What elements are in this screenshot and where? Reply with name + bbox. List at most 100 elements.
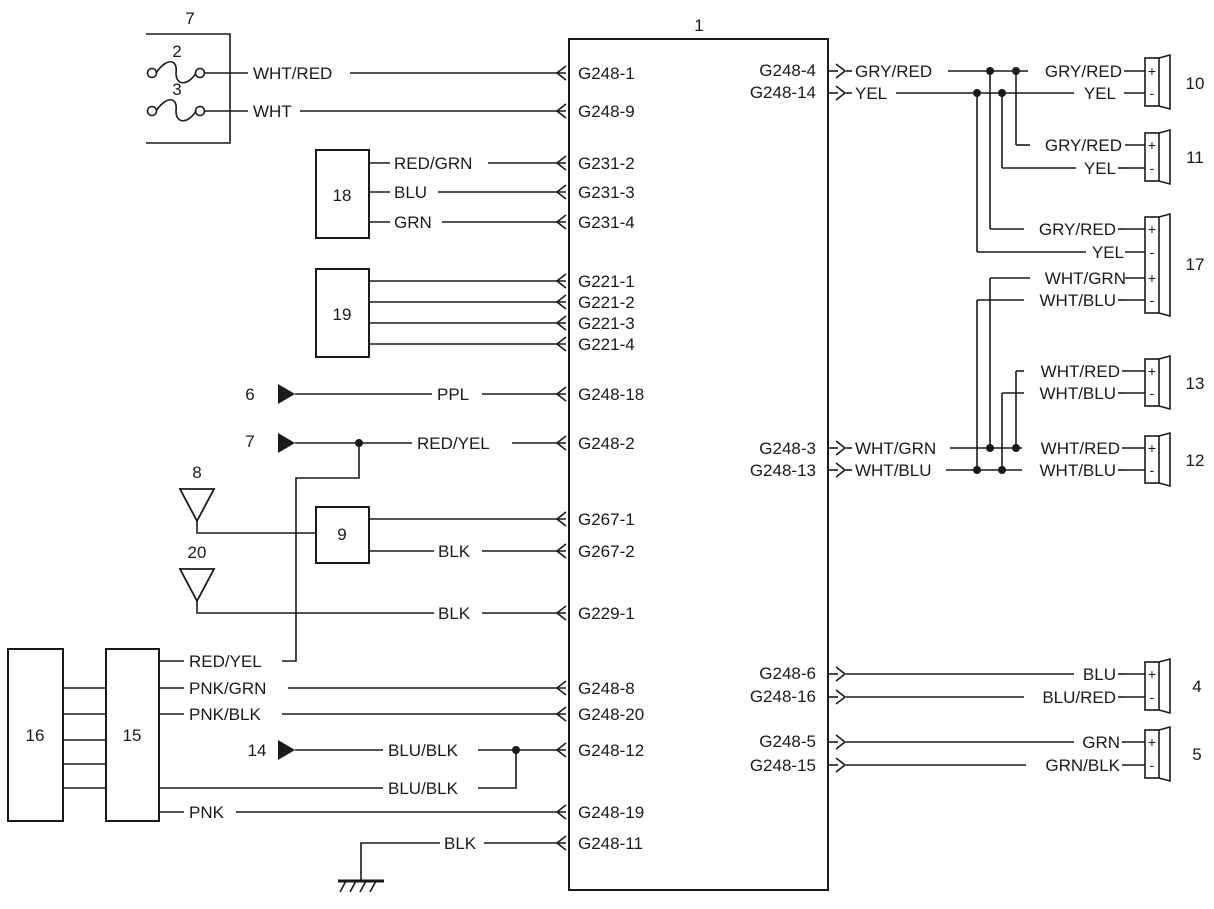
component-9-box [315, 506, 370, 564]
pin-label-left: G221-3 [578, 314, 635, 333]
pin-label-right: G248-16 [750, 687, 816, 706]
wire-label-speaker-11-pos: GRY/RED [1045, 136, 1122, 155]
component-16-box [7, 648, 64, 822]
wire-label-speaker-17-d: WHT/BLU [1040, 291, 1117, 310]
component-number-5: 5 [1192, 745, 1201, 764]
polarity-mark: + [1148, 63, 1156, 79]
connector-chevron-left [555, 214, 567, 230]
connector-chevron-left [555, 65, 567, 81]
fuse-block: 7 2 3 [146, 9, 231, 144]
polarity-mark: + [1148, 363, 1156, 379]
component-number-13: 13 [1186, 374, 1205, 393]
wire-label-wht-grn-main: WHT/GRN [855, 439, 936, 458]
left-pin-labels: G248-1 G248-9 G231-2 G231-3 G231-4 G221-… [578, 64, 644, 853]
pin-label-left: G248-9 [578, 102, 635, 121]
polarity-mark: - [1150, 85, 1155, 101]
component-number-10: 10 [1186, 74, 1205, 93]
wire-label-blk-9: BLK [438, 542, 471, 561]
fuse-2-symbol [146, 60, 206, 84]
wire-label-speaker-4-pos: BLU [1083, 665, 1116, 684]
component-number-9: 9 [337, 525, 346, 544]
connector-chevron-left [555, 273, 567, 289]
component-number-14: 14 [248, 741, 267, 760]
connector-chevron-left [555, 543, 567, 559]
wire-label-blk-20: BLK [438, 604, 471, 623]
speaker-11-icon: +- [1125, 128, 1171, 186]
pin-label-left: G267-2 [578, 542, 635, 561]
antenna-20-symbol [178, 568, 216, 603]
wire-label-blu-18: BLU [394, 183, 427, 202]
component-number-7-connector: 7 [245, 432, 254, 451]
connector-chevron-left [555, 742, 567, 758]
connector-chevron-left [555, 835, 567, 851]
connector-chevron-left [555, 706, 567, 722]
pin-label-left: G221-1 [578, 272, 635, 291]
ground-icon [339, 880, 377, 893]
pin-label-right: G248-13 [750, 461, 816, 480]
polarity-mark: - [1150, 160, 1155, 176]
wire-label-speaker-10-neg: YEL [1084, 84, 1116, 103]
polarity-mark: + [1148, 666, 1156, 682]
connector-chevron-right [835, 462, 847, 478]
right-splices [973, 67, 1020, 474]
pin-label-left: G231-2 [578, 154, 635, 173]
speaker-10-icon: +- [1125, 53, 1171, 111]
control-unit-box [568, 38, 829, 891]
pin-label-left: G248-19 [578, 803, 644, 822]
pin-label-right: G248-14 [750, 83, 816, 102]
pin-label-left: G248-1 [578, 64, 635, 83]
wire-label-blu-blk-14: BLU/BLK [388, 741, 459, 760]
connector-chevron-right [835, 440, 847, 456]
connector-chevron-right [835, 757, 847, 773]
connector-chevron-left [555, 155, 567, 171]
connector-chevron-left [555, 294, 567, 310]
polarity-mark: + [1148, 734, 1156, 750]
pin-label-left: G231-3 [578, 183, 635, 202]
speaker-4-icon: +- [1125, 657, 1171, 715]
speaker-13-icon: +- [1125, 354, 1171, 411]
connector-chevron-left [555, 103, 567, 119]
component-number-12: 12 [1186, 451, 1205, 470]
wire-label-yel-main: YEL [855, 84, 887, 103]
pin-label-left: G248-18 [578, 385, 644, 404]
polarity-mark: - [1150, 292, 1155, 308]
connector-6-arrow [278, 384, 295, 404]
component-number-1: 1 [694, 16, 703, 35]
left-connector-chevrons [555, 65, 567, 851]
pin-label-left: G231-4 [578, 213, 635, 232]
component-number-15: 15 [123, 726, 142, 745]
wire-label-ppl: PPL [437, 385, 469, 404]
connector-chevron-left [555, 804, 567, 820]
wire-label-pnk: PNK [189, 803, 225, 822]
component-number-11: 11 [1186, 148, 1204, 167]
pin-label-left: G248-20 [578, 705, 644, 724]
polarity-mark: - [1150, 757, 1155, 773]
wire-label-speaker-11-neg: YEL [1084, 159, 1116, 178]
component-number-4: 4 [1192, 677, 1201, 696]
wire-label-wht: WHT [253, 102, 292, 121]
wire-label-speaker-17-a: GRY/RED [1039, 220, 1116, 239]
speaker-12-icon: +- [1125, 431, 1171, 488]
pin-label-left: G267-1 [578, 510, 635, 529]
component-number-7-fuse-block: 7 [185, 9, 194, 28]
wire-label-grn-18: GRN [394, 213, 432, 232]
connector-chevron-left [555, 315, 567, 331]
component-number-2: 2 [172, 42, 181, 61]
component-number-19: 19 [333, 305, 352, 324]
wire-label-speaker-5-pos: GRN [1082, 733, 1120, 752]
pin-label-left: G221-2 [578, 293, 635, 312]
wire-label-wht-red: WHT/RED [253, 64, 332, 83]
pin-label-left: G248-8 [578, 679, 635, 698]
pin-label-left: G221-4 [578, 335, 635, 354]
connector-chevron-left [555, 680, 567, 696]
polarity-mark: - [1150, 689, 1155, 705]
polarity-mark: + [1148, 270, 1156, 286]
wire-label-red-yel-15: RED/YEL [189, 652, 262, 671]
wire-label-gry-red-main: GRY/RED [855, 62, 932, 81]
fuse-3-symbol [146, 98, 206, 122]
connector-chevron-right [835, 734, 847, 750]
pin-label-right: G248-4 [759, 61, 816, 80]
pin-label-left: G229-1 [578, 604, 635, 623]
speaker-5-icon: +- [1125, 725, 1171, 783]
